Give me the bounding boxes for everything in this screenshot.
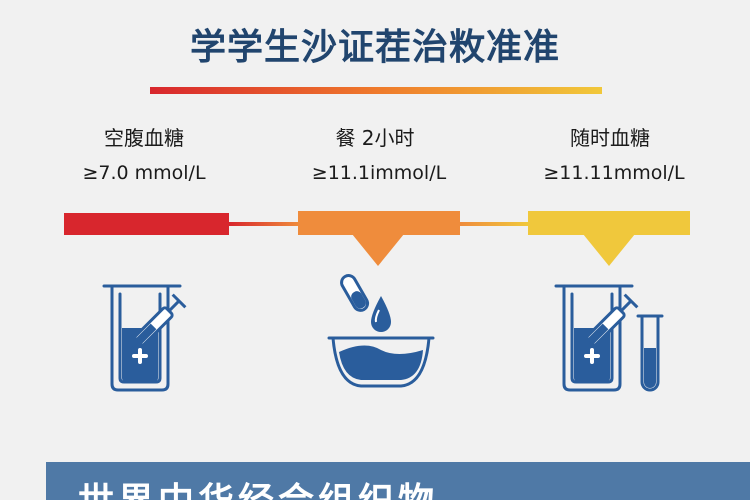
beaker-testtube-icon <box>554 284 664 392</box>
bar-postprandial <box>298 211 460 235</box>
bar-connector-2 <box>460 222 528 226</box>
bar-random <box>528 211 690 235</box>
label-random: 随时血糖 <box>570 126 650 150</box>
drip-bowl-icon <box>327 274 435 388</box>
test-tube-icon <box>636 314 664 392</box>
value-postprandial: ≥11.1immol/L <box>311 162 447 184</box>
pointer-random <box>583 234 635 266</box>
title-underline <box>150 87 602 94</box>
bottom-banner-text: 世界中华经合组织物 <box>78 472 438 500</box>
label-postprandial: 餐 2小时 <box>335 126 415 150</box>
value-fasting: ≥7.0 mmol/L <box>82 162 206 184</box>
label-fasting: 空腹血糖 <box>104 126 184 150</box>
beaker-syringe-icon <box>102 284 187 392</box>
value-random: ≥11.11mmol/L <box>543 162 685 184</box>
bar-fasting <box>64 213 229 235</box>
bottom-banner: 世界中华经合组织物 <box>46 462 750 500</box>
page-title: 学学生沙证茬治敉准准 <box>189 27 560 68</box>
pointer-postprandial <box>352 234 404 266</box>
bar-connector-1 <box>229 222 299 226</box>
